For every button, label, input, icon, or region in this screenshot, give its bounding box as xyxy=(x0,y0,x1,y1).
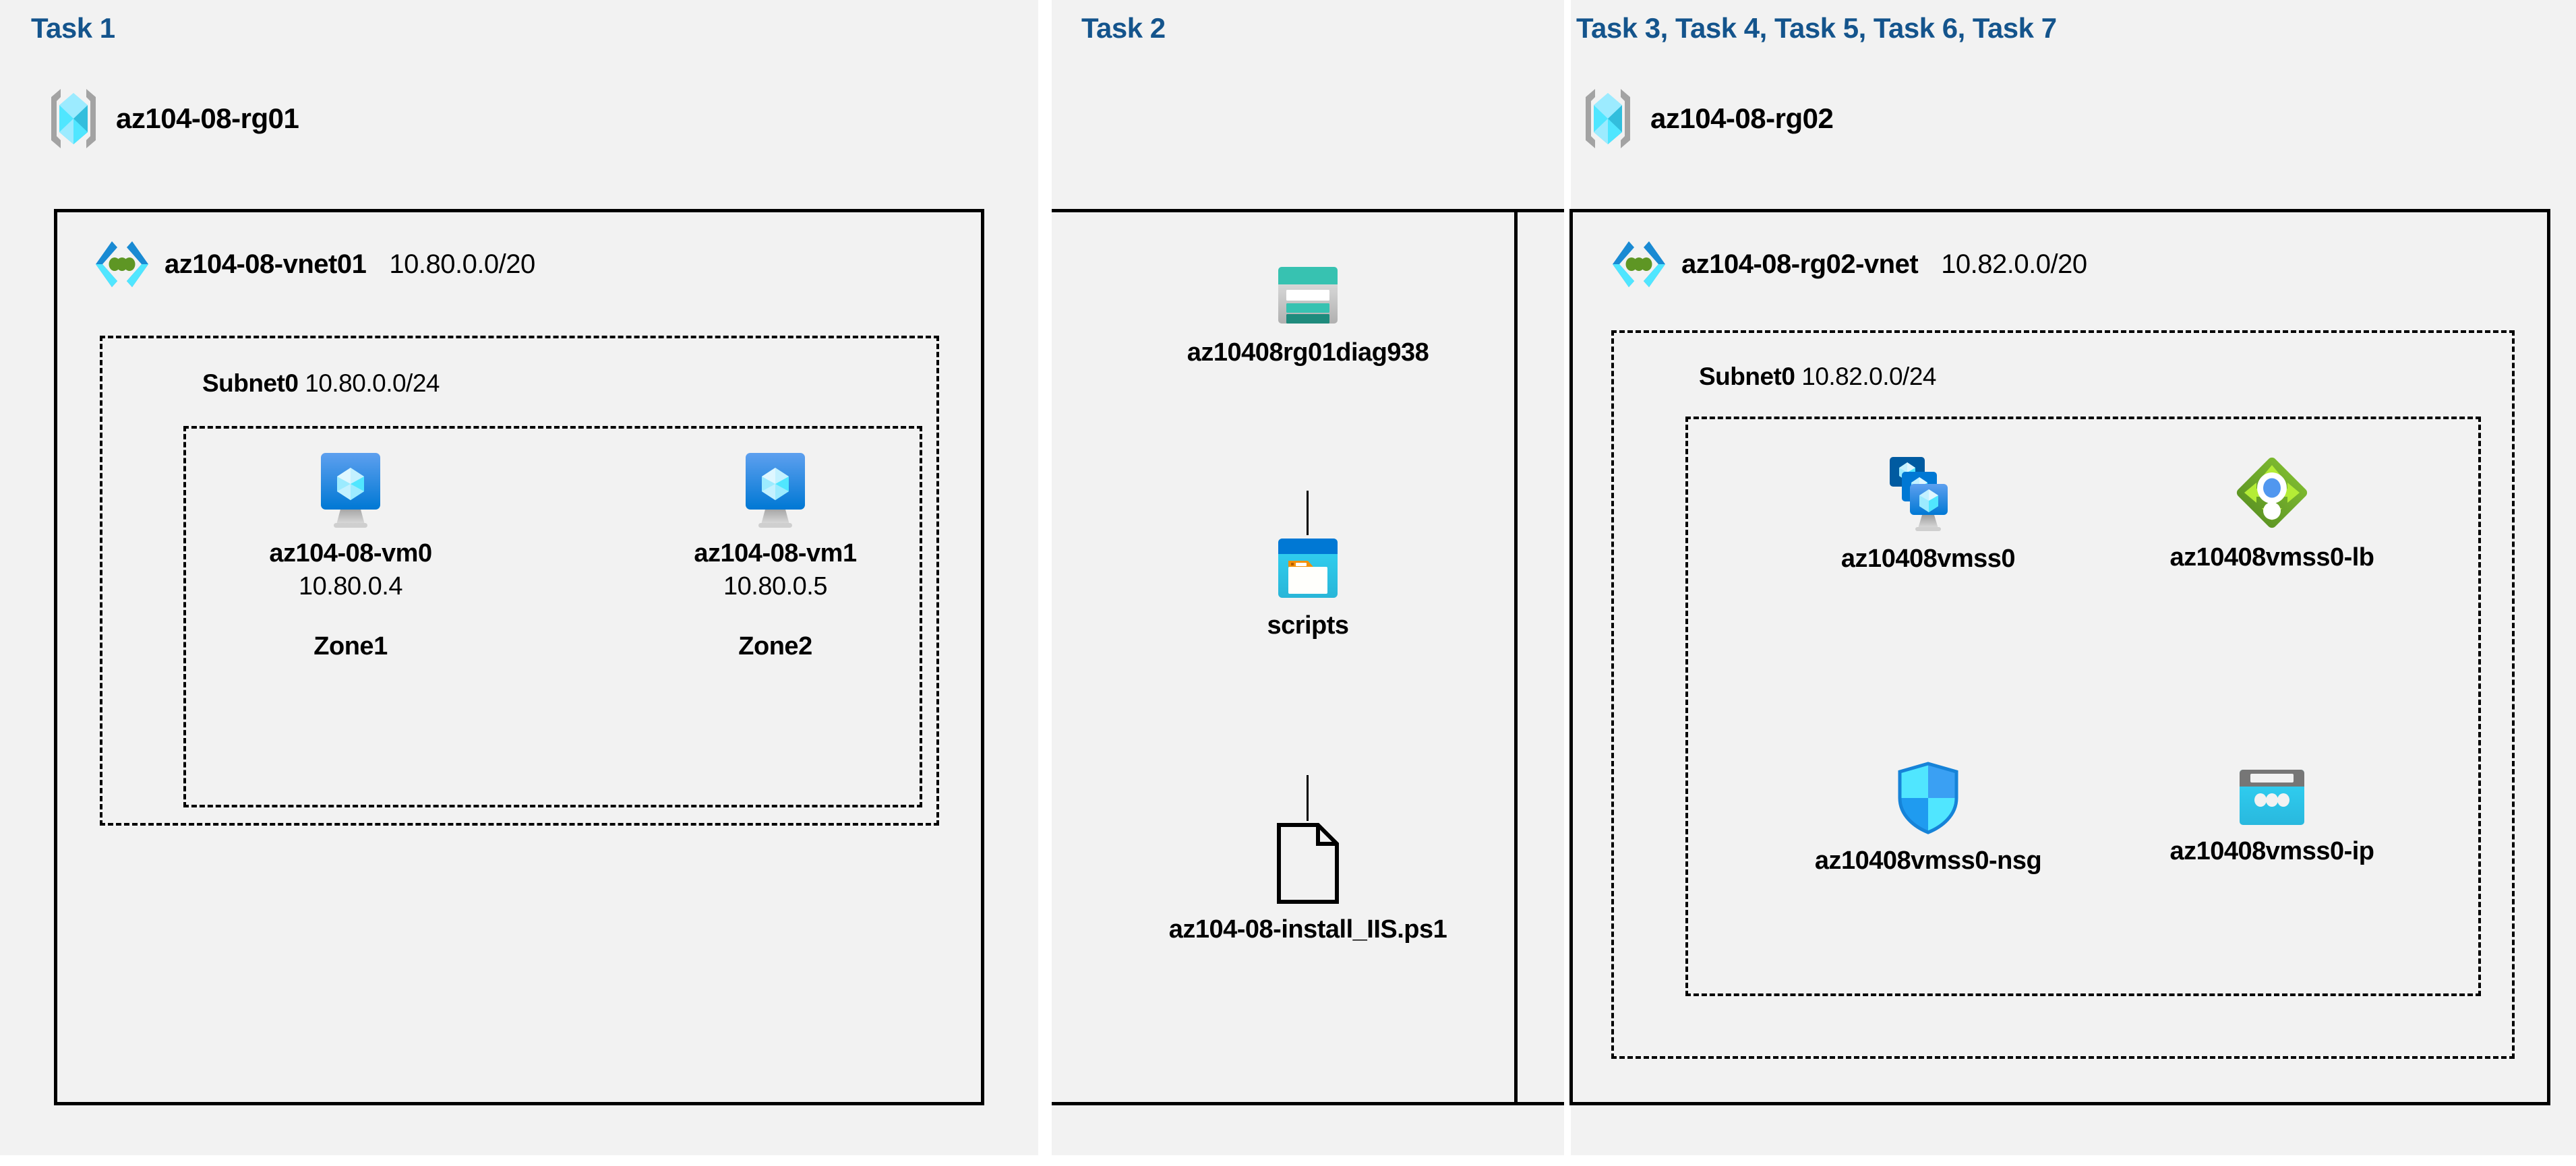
vm-ip-label: 10.80.0.4 xyxy=(299,572,402,601)
vm-node-az104-08-vm0[interactable]: az104-08-vm0 10.80.0.4 Zone1 xyxy=(222,449,479,661)
public-ip-label: az10408vmss0-ip xyxy=(2169,837,2374,865)
storage-account-icon xyxy=(1276,263,1340,328)
load-balancer-icon xyxy=(2232,453,2312,532)
vnet-cidr-label: 10.80.0.0/20 xyxy=(389,249,535,279)
resource-group-az104-08-rg02[interactable]: az104-08-rg02 xyxy=(1583,86,1834,151)
virtual-network-icon xyxy=(1611,237,1667,291)
vm-zone-label: Zone2 xyxy=(738,632,812,661)
task1-heading: Task 1 xyxy=(31,12,115,44)
task2-boundary-right-edge xyxy=(1514,209,1518,1105)
subnet-name: Subnet0 xyxy=(202,369,299,397)
vm-ip-label: 10.80.0.5 xyxy=(723,572,827,601)
vm-name-label: az104-08-vm0 xyxy=(269,539,432,567)
subnet-label-right: Subnet0 10.82.0.0/24 xyxy=(1699,363,1936,391)
blob-container-label: scripts xyxy=(1267,611,1349,640)
vm-node-az104-08-vm1[interactable]: az104-08-vm1 10.80.0.5 Zone2 xyxy=(647,449,903,661)
script-file-icon xyxy=(1275,822,1341,904)
subnet-cidr: 10.80.0.0/24 xyxy=(305,369,440,397)
connector-storage-to-container xyxy=(1307,491,1309,535)
resource-group-label: az104-08-rg02 xyxy=(1650,102,1834,134)
vnet-name-label: az104-08-vnet01 xyxy=(164,249,367,279)
load-balancer-node[interactable]: az10408vmss0-lb xyxy=(2110,453,2434,572)
blob-container-icon xyxy=(1276,536,1340,601)
vm-scale-set-icon xyxy=(1887,453,1969,534)
subnet-boundary-left xyxy=(100,336,939,826)
virtual-machine-icon xyxy=(311,449,390,528)
public-ip-node[interactable]: az10408vmss0-ip xyxy=(2110,768,2434,866)
public-ip-address-icon xyxy=(2238,768,2306,826)
network-security-group-node[interactable]: az10408vmss0-nsg xyxy=(1766,760,2090,876)
vm-zone-label: Zone1 xyxy=(313,632,388,661)
vmss-label: az10408vmss0 xyxy=(1840,545,2016,573)
task3-heading: Task 3, Task 4, Task 5, Task 6, Task 7 xyxy=(1576,12,2057,44)
vnet-boundary-az104-08-rg02-vnet xyxy=(1569,209,2550,1105)
nsg-label: az10408vmss0-nsg xyxy=(1814,847,2042,875)
resource-group-icon xyxy=(1583,86,1633,151)
subnet-name: Subnet0 xyxy=(1699,363,1795,390)
virtual-network-icon xyxy=(94,237,150,291)
vnet-cidr-label: 10.82.0.0/20 xyxy=(1941,249,2087,279)
vnet-header-az104-08-rg02-vnet[interactable]: az104-08-rg02-vnet 10.82.0.0/20 xyxy=(1611,237,2087,291)
virtual-machine-icon xyxy=(736,449,814,528)
subnet-boundary-right xyxy=(1611,330,2515,1059)
load-balancer-label: az10408vmss0-lb xyxy=(2169,543,2374,572)
vm-name-label: az104-08-vm1 xyxy=(694,539,857,567)
blob-container-node[interactable]: scripts xyxy=(1187,536,1429,640)
connector-container-to-file xyxy=(1307,775,1309,821)
resource-group-az104-08-rg01[interactable]: az104-08-rg01 xyxy=(49,86,299,151)
vnet-header-az104-08-vnet01[interactable]: az104-08-vnet01 10.80.0.0/20 xyxy=(94,237,535,291)
resource-group-icon xyxy=(49,86,98,151)
network-security-group-icon xyxy=(1894,760,1962,836)
script-file-label: az104-08-install_IIS.ps1 xyxy=(1168,915,1447,944)
resource-group-label: az104-08-rg01 xyxy=(116,102,299,134)
availability-zones-boundary xyxy=(183,426,922,807)
vmss-resources-boundary xyxy=(1685,417,2481,996)
storage-account-label: az10408rg01diag938 xyxy=(1187,338,1429,367)
script-file-node[interactable]: az104-08-install_IIS.ps1 xyxy=(1085,822,1530,944)
vnet-name-label: az104-08-rg02-vnet xyxy=(1681,249,1919,279)
subnet-cidr: 10.82.0.0/24 xyxy=(1801,363,1936,390)
subnet-label-left: Subnet0 10.80.0.0/24 xyxy=(202,369,440,398)
task2-content-boundary xyxy=(1052,209,1564,1105)
task2-heading: Task 2 xyxy=(1081,12,1166,44)
storage-account-node[interactable]: az10408rg01diag938 xyxy=(1133,263,1483,367)
vmss-node[interactable]: az10408vmss0 xyxy=(1766,453,2090,574)
vnet-boundary-az104-08-vnet01 xyxy=(54,209,984,1105)
